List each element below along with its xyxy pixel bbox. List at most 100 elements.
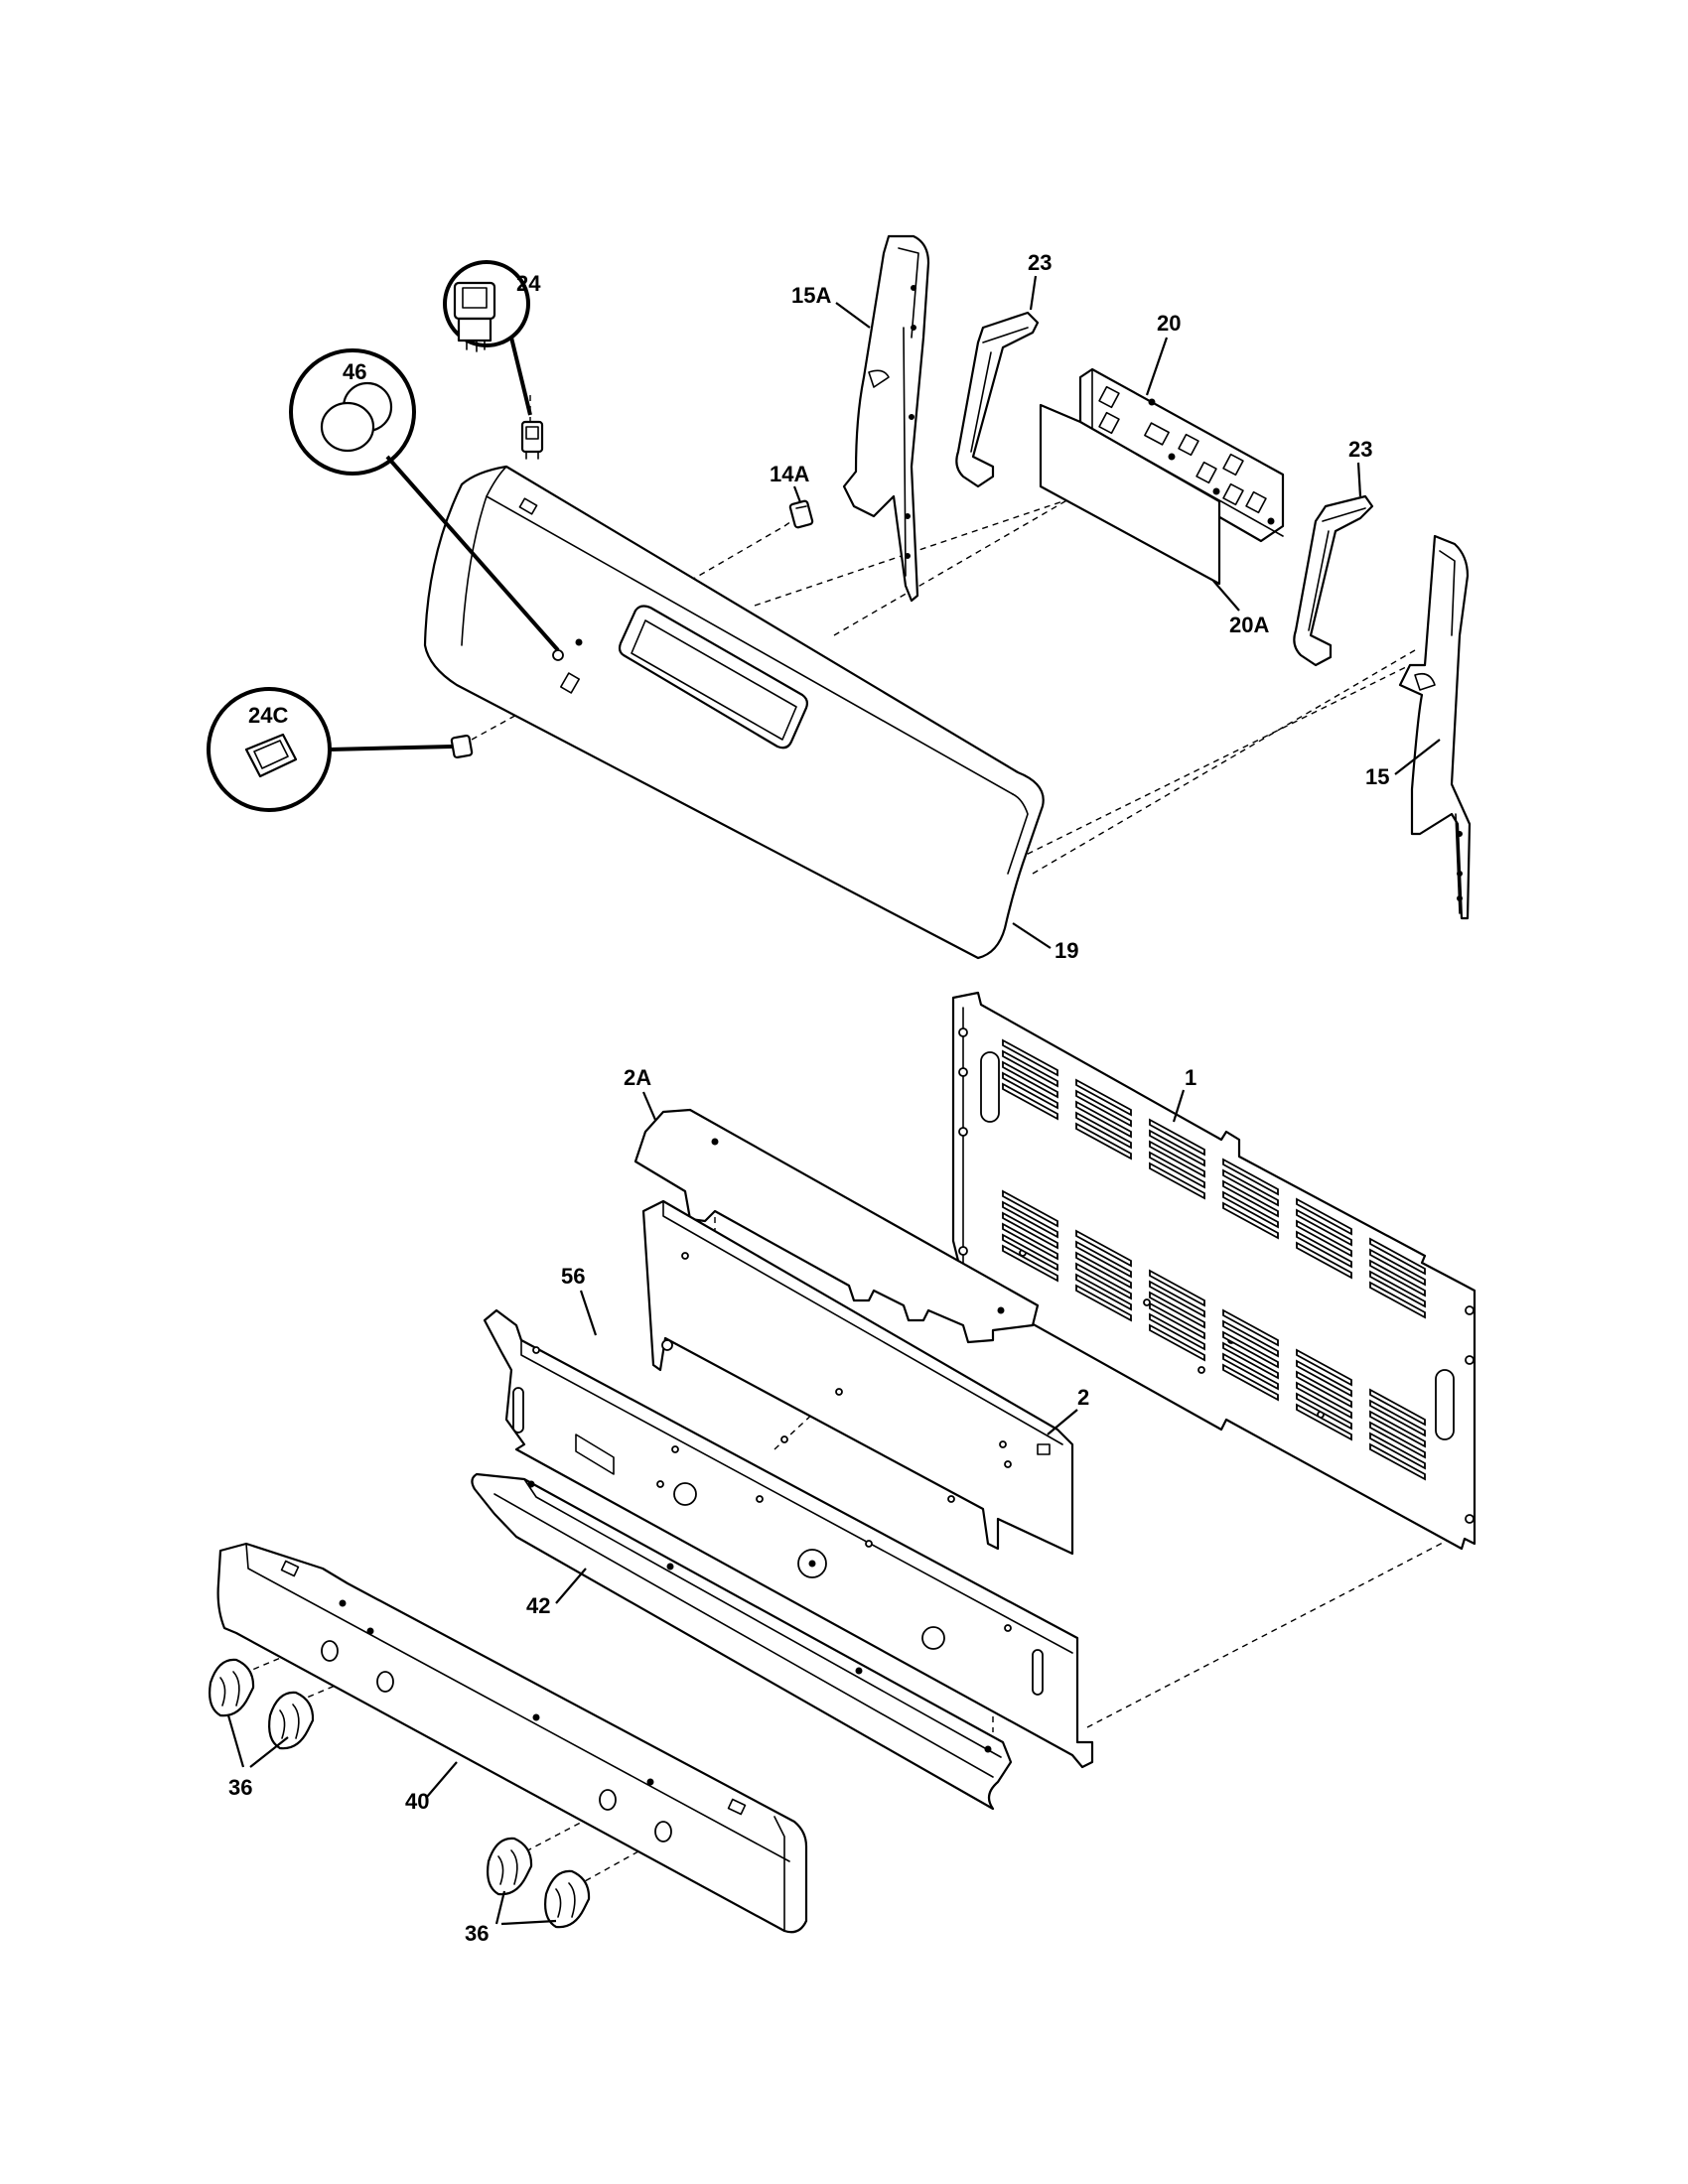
- heat-shield-2a[interactable]: [633, 1108, 1040, 1344]
- louver-slot: [1369, 1432, 1426, 1470]
- louver-slot: [1075, 1240, 1132, 1279]
- louver-slot: [1002, 1082, 1058, 1121]
- label-23-lower: 23: [1348, 437, 1372, 462]
- leader-2: [1047, 1409, 1078, 1435]
- louver-slot: [1002, 1189, 1058, 1228]
- louver-slot: [1369, 1270, 1426, 1308]
- label-24c: 24C: [248, 703, 288, 728]
- louver-slot: [1296, 1392, 1352, 1431]
- louver-slot: [1002, 1200, 1058, 1239]
- louver-slot: [1296, 1208, 1352, 1247]
- trim-clip-23-upper[interactable]: [955, 311, 1040, 488]
- louver-slot: [1149, 1323, 1205, 1362]
- louver-slot: [1222, 1308, 1279, 1347]
- end-bracket-15[interactable]: [1398, 534, 1472, 920]
- rocker-switch-24c[interactable]: [450, 734, 474, 759]
- trim-strip-42[interactable]: [471, 1472, 1013, 1811]
- leader-14a: [792, 485, 802, 503]
- leader-23-upper: [1029, 275, 1038, 311]
- leader-23-lower: [1356, 462, 1362, 497]
- louver-slot: [1002, 1049, 1058, 1088]
- rear-panel-1[interactable]: [951, 991, 1477, 1551]
- control-knob-36-3[interactable]: [487, 1837, 533, 1896]
- control-knob-36-2[interactable]: [268, 1691, 315, 1750]
- louver-slot: [1296, 1197, 1352, 1236]
- louver-slot: [1222, 1363, 1279, 1402]
- label-19: 19: [1055, 938, 1078, 963]
- louver-slot: [1149, 1140, 1205, 1178]
- callout-24c: [207, 687, 453, 812]
- label-42: 42: [526, 1593, 550, 1618]
- louver-slot: [1075, 1273, 1132, 1311]
- louver-slot: [1222, 1352, 1279, 1391]
- overlay-20a[interactable]: [1039, 403, 1221, 586]
- control-panel-19[interactable]: [423, 465, 1045, 960]
- rocker-switch-24[interactable]: [520, 420, 544, 460]
- label-1: 1: [1185, 1065, 1196, 1090]
- louver-slot: [1149, 1118, 1205, 1157]
- leader-56: [579, 1290, 598, 1336]
- louver-slot: [1296, 1359, 1352, 1398]
- louver-slot: [1296, 1230, 1352, 1269]
- callout-24: [443, 260, 532, 416]
- louver-slot: [1002, 1244, 1058, 1283]
- louver-slot: [1222, 1168, 1279, 1207]
- label-56: 56: [561, 1264, 585, 1289]
- louver-slot: [1149, 1269, 1205, 1307]
- louvers: [1002, 1038, 1426, 1481]
- louver-slot: [1296, 1403, 1352, 1441]
- louver-slot: [1369, 1248, 1426, 1287]
- leader-20a: [1212, 580, 1240, 612]
- louver-slot: [1002, 1038, 1058, 1077]
- label-46: 46: [343, 359, 366, 384]
- louver-slot: [1369, 1410, 1426, 1448]
- inner-panel-2[interactable]: [641, 1199, 1074, 1556]
- louver-slot: [1296, 1219, 1352, 1258]
- control-knob-36-4[interactable]: [544, 1869, 591, 1929]
- label-2a: 2A: [624, 1065, 651, 1090]
- louver-slot: [1369, 1442, 1426, 1481]
- label-36-b: 36: [465, 1921, 489, 1946]
- louver-slot: [1296, 1370, 1352, 1409]
- label-2: 2: [1077, 1385, 1089, 1410]
- knob-panel-40[interactable]: [216, 1542, 808, 1934]
- louver-slot: [1075, 1284, 1132, 1322]
- louver-slot: [1075, 1100, 1132, 1139]
- label-15: 15: [1365, 764, 1389, 789]
- leader-19: [1012, 922, 1052, 949]
- manifold-panel-56[interactable]: [483, 1308, 1094, 1769]
- louver-slot: [1222, 1341, 1279, 1380]
- label-40: 40: [405, 1789, 429, 1814]
- louver-slot: [1075, 1111, 1132, 1150]
- leader-40: [426, 1761, 458, 1798]
- louver-slot: [1296, 1381, 1352, 1420]
- louver-slot: [1075, 1262, 1132, 1300]
- louver-slot: [1369, 1281, 1426, 1319]
- trim-clip-23-lower[interactable]: [1293, 494, 1374, 667]
- louver-slot: [1222, 1319, 1279, 1358]
- louver-slot: [1149, 1280, 1205, 1318]
- louver-slot: [1002, 1233, 1058, 1272]
- louver-slot: [1369, 1259, 1426, 1297]
- control-knob-36-1[interactable]: [209, 1658, 255, 1717]
- leader-15a: [835, 302, 871, 329]
- louver-slot: [1002, 1060, 1058, 1099]
- louver-slot: [1369, 1399, 1426, 1437]
- switch-14a[interactable]: [788, 499, 814, 529]
- leader-1: [1172, 1089, 1186, 1123]
- louver-slot: [1002, 1071, 1058, 1110]
- louver-slot: [1149, 1312, 1205, 1351]
- louver-slot: [1002, 1211, 1058, 1250]
- label-24: 24: [516, 271, 541, 296]
- louver-slot: [1296, 1348, 1352, 1387]
- louver-slot: [1369, 1237, 1426, 1276]
- label-20a: 20A: [1229, 613, 1269, 637]
- louver-slot: [1222, 1179, 1279, 1218]
- callout-46: [289, 348, 560, 652]
- louver-slot: [1222, 1190, 1279, 1229]
- label-36-a: 36: [228, 1775, 252, 1800]
- end-bracket-15a[interactable]: [842, 234, 930, 603]
- louver-slot: [1149, 1291, 1205, 1329]
- leader-2a: [641, 1091, 657, 1121]
- louver-slot: [1075, 1229, 1132, 1268]
